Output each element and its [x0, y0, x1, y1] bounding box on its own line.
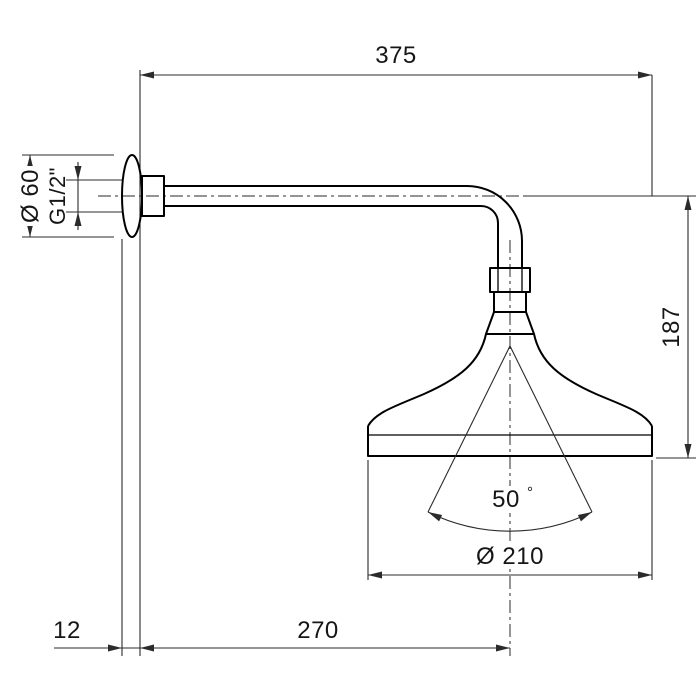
spray-cone: 50 °: [427, 345, 593, 532]
arrowhead-down: [26, 223, 34, 237]
arrowhead-left: [368, 571, 382, 579]
arrowhead-270-right: [496, 644, 510, 652]
arrowhead-up: [26, 155, 34, 169]
dimension-label-flange-diameter: Ø 60: [17, 169, 44, 223]
bell-right-profile: [533, 333, 653, 427]
degree-symbol: °: [527, 484, 534, 501]
dimension-label-head-diameter: Ø 210: [476, 543, 544, 570]
centerlines: [98, 195, 526, 656]
mounting-nut: [141, 175, 165, 217]
shower-arm: [164, 185, 523, 268]
dimension-flange-diameter: Ø 60: [17, 154, 114, 238]
arrowhead-right: [638, 71, 652, 79]
arc-arrowhead-right: [577, 512, 592, 522]
arrowhead-shared: [140, 644, 154, 652]
bell-left-profile: [367, 333, 487, 427]
dimension-label-thread: G1/2": [45, 167, 70, 225]
arc-arrowhead-left: [428, 512, 443, 522]
arrowhead-down: [684, 444, 692, 458]
arrowhead-left: [140, 71, 154, 79]
shower-fixture: [121, 154, 653, 457]
arrowhead-up: [684, 196, 692, 210]
spray-line-right: [509, 345, 593, 513]
dimension-head-diameter: Ø 210: [367, 460, 653, 580]
head-rim: [367, 426, 653, 457]
arrowhead-up: [74, 212, 82, 226]
dimension-drop-height: 187: [526, 195, 696, 459]
spray-line-left: [427, 345, 511, 513]
arrowhead-12-left: [108, 644, 122, 652]
dimension-label-arm-offset: 270: [297, 617, 339, 644]
dimension-thread: G1/2": [45, 162, 122, 230]
label-background: [464, 544, 556, 569]
arrowhead-down: [74, 166, 82, 180]
dimension-bottom: 12 270: [53, 239, 510, 656]
dimension-label-spray-angle: 50: [492, 486, 520, 513]
dimension-label-wall-plate: 12: [53, 617, 81, 644]
arrowhead-right: [638, 571, 652, 579]
angle-arc: [427, 511, 593, 532]
label-background: [17, 166, 43, 226]
dimension-projection-375: 375: [140, 42, 653, 196]
label-background: [480, 486, 544, 513]
dimension-label-drop-height: 187: [658, 306, 685, 348]
dimension-label-375: 375: [375, 42, 417, 69]
